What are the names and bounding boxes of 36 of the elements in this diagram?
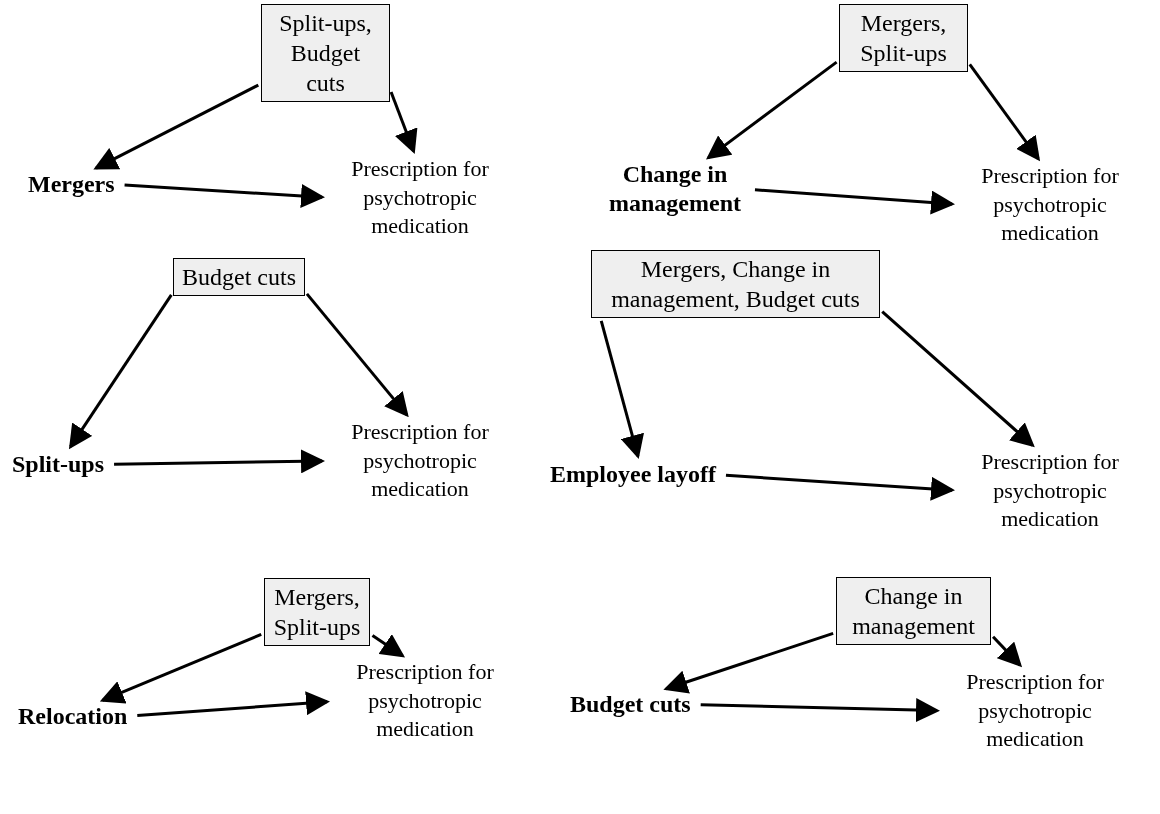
arrow [93,83,259,170]
outcome-label: Prescription for psychotropic medication [330,155,510,241]
factor-box: Change in management [836,577,991,645]
arrow [725,473,955,501]
arrow [99,633,262,704]
arrow [389,91,418,155]
arrow [114,449,325,474]
exposure-label: Mergers [28,170,115,199]
factor-box: Split-ups, Budget cuts [261,4,390,102]
arrow [881,310,1035,448]
outcome-label: Prescription for psychotropic medication [330,418,510,504]
outcome-label: Prescription for psychotropic medication [960,448,1140,534]
arrow [599,320,644,460]
arrow [124,183,325,208]
arrow [992,635,1023,668]
exposure-label: Change in management [605,160,745,218]
arrow [968,63,1041,162]
outcome-label: Prescription for psychotropic medication [945,668,1125,754]
exposure-label: Split-ups [12,450,105,479]
outcome-label: Prescription for psychotropic medication [335,658,515,744]
arrow [371,634,406,658]
factor-box: Budget cuts [173,258,305,296]
outcome-label: Prescription for psychotropic medication [960,162,1140,248]
factor-box: Mergers, Change in management, Budget cuts [591,250,880,318]
arrow [700,698,940,723]
factor-box: Mergers, Split-ups [839,4,968,72]
arrow [706,60,838,160]
arrow [305,292,409,418]
arrow [68,294,173,450]
exposure-label: Budget cuts [570,690,691,719]
arrow [663,631,834,694]
exposure-label: Employee layoff [550,460,716,489]
exposure-label: Relocation [18,702,128,731]
arrow [754,188,955,215]
arrow [137,691,330,717]
factor-box: Mergers, Split-ups [264,578,370,646]
